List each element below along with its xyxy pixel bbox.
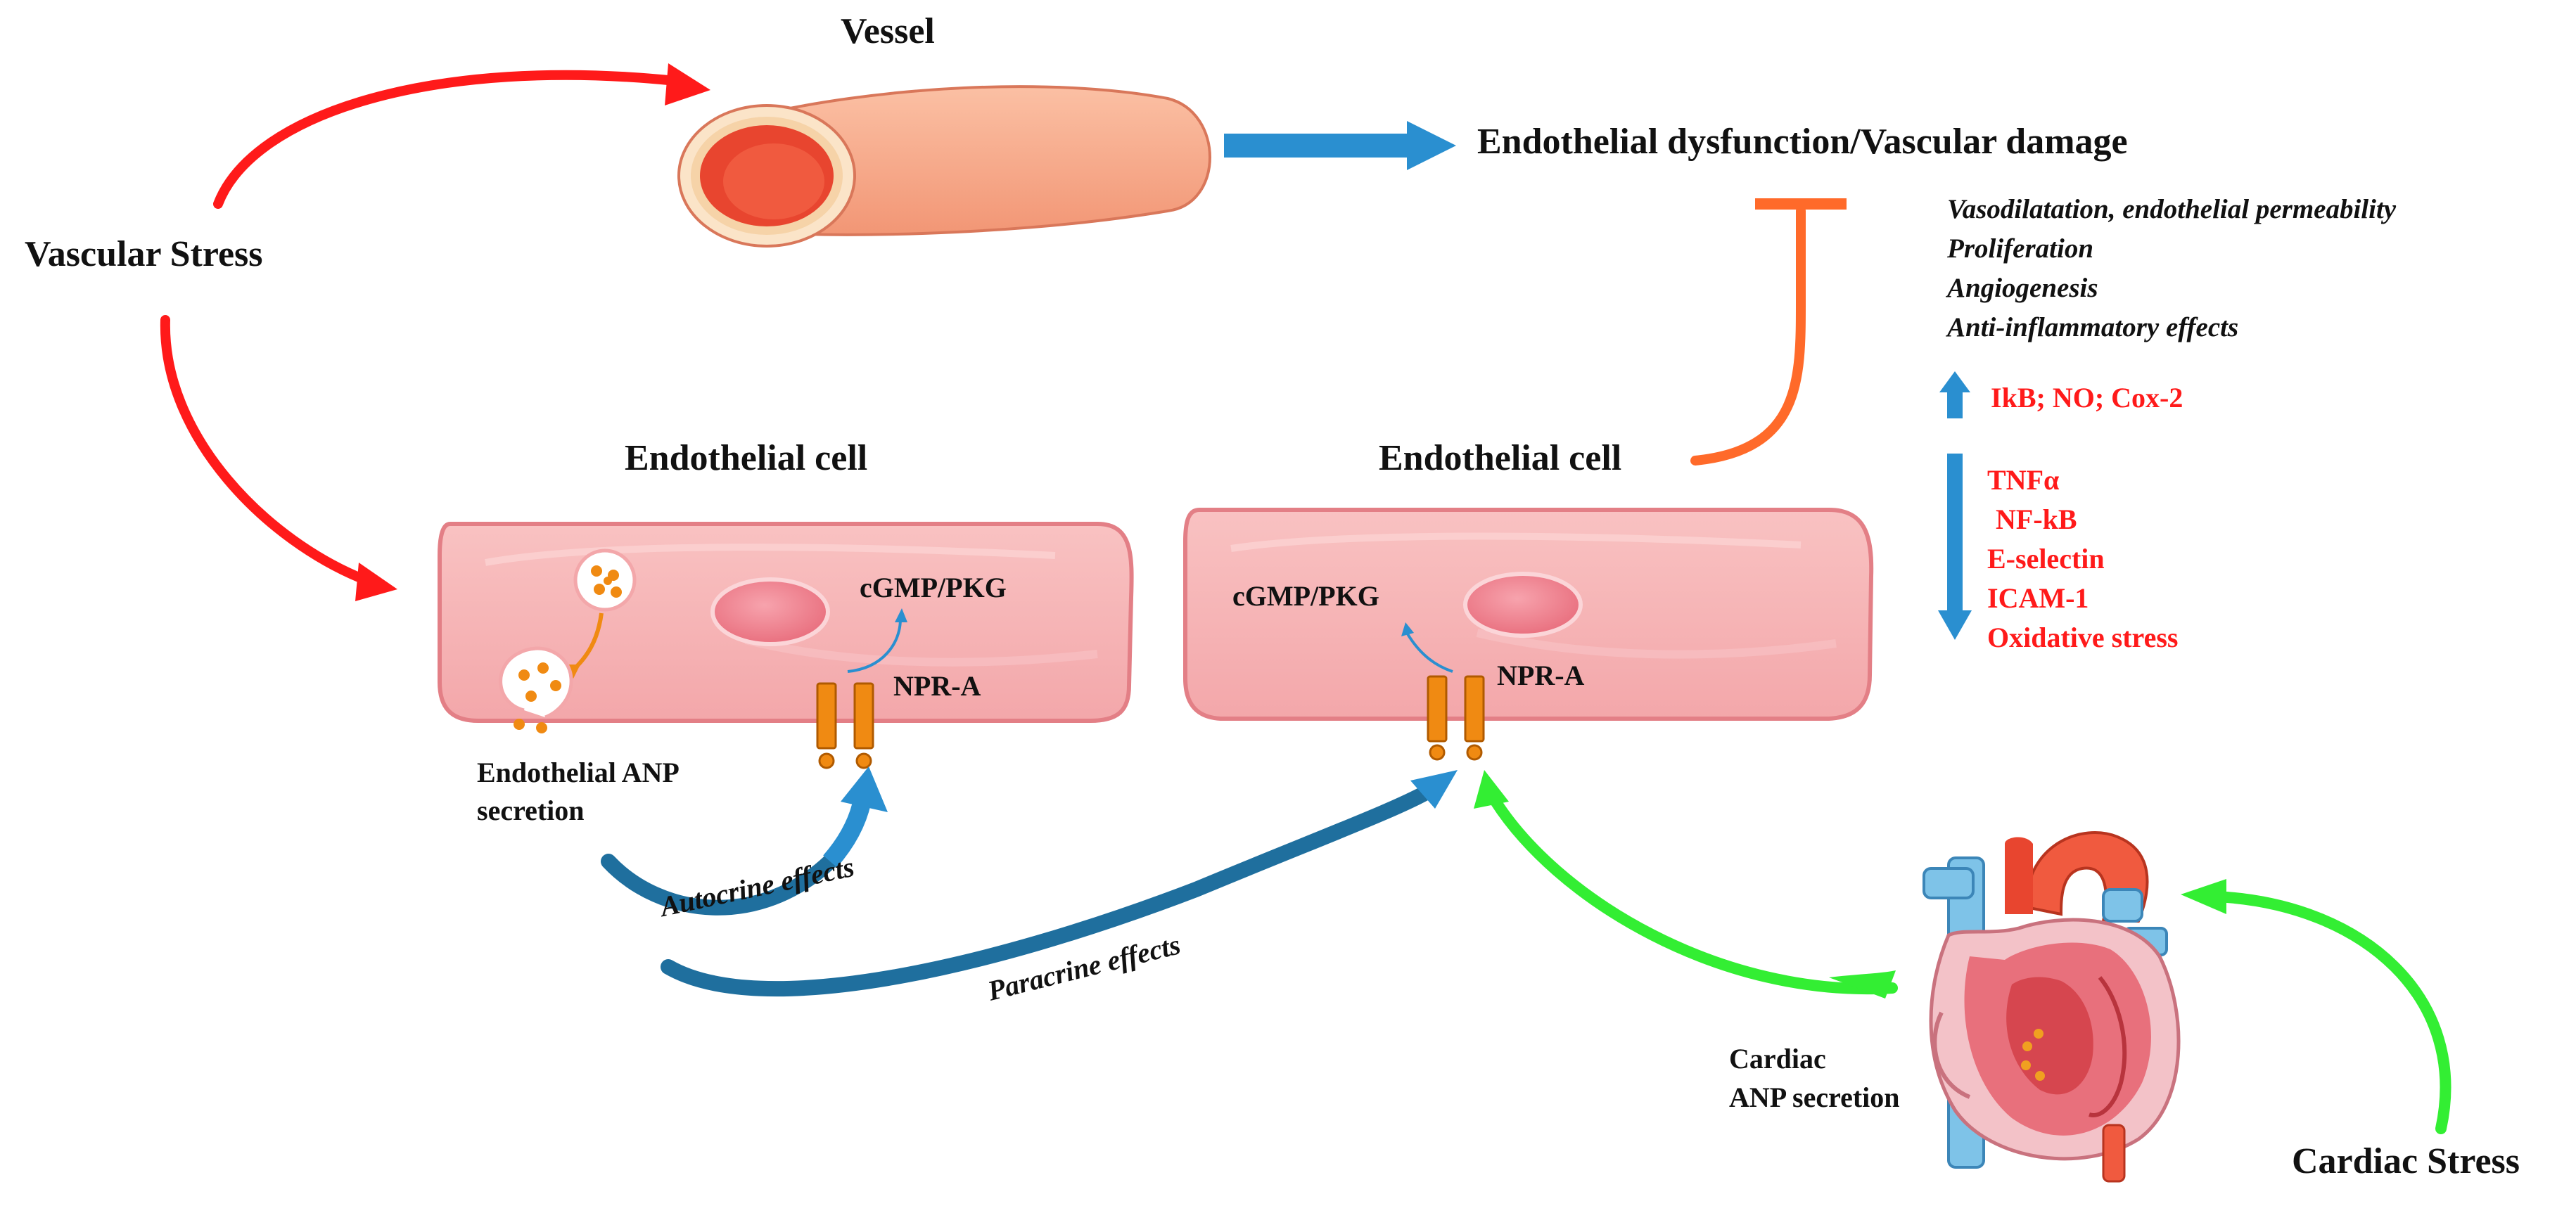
decreased-markers: TNFα NF-kB E-selectin ICAM-1 Oxidative s… — [1987, 461, 2178, 657]
vesicle-icon — [573, 548, 637, 612]
autocrine-arrow — [601, 766, 888, 916]
endothelial-anp-label-line2: secretion — [477, 795, 585, 826]
endothelial-anp-label-line1: Endothelial ANP — [477, 757, 680, 788]
inhibition-icon — [1690, 198, 1847, 466]
cgmp-pkg-left-label: cGMP/PKG — [860, 572, 1007, 603]
cardiac-stress-label: Cardiac Stress — [2292, 1141, 2520, 1181]
vascular-stress-label: Vascular Stress — [25, 234, 263, 274]
vesicle-icon — [499, 646, 573, 733]
effects-list: Vasodilatation, endothelial permeability… — [1947, 190, 2396, 347]
dysfunction-label: Endothelial dysfunction/Vascular damage — [1477, 122, 2128, 162]
paracrine-arrow — [661, 770, 1458, 997]
up-arrow-icon — [1939, 371, 1970, 418]
decreased-item: E-selectin — [1987, 543, 2105, 575]
effect-item: Proliferation — [1947, 233, 2094, 264]
effect-item: Vasodilatation, endothelial permeability — [1947, 194, 2397, 224]
blue-arrow-icon — [1224, 121, 1456, 170]
cardiac-anp-arrow — [1474, 770, 1898, 999]
receptor-icon — [816, 682, 874, 769]
npr-a-left-label: NPR-A — [893, 670, 981, 702]
endothelial-cell-right — [1183, 508, 1874, 761]
endothelial-cell-right-label: Endothelial cell — [1379, 438, 1622, 478]
decreased-item: ICAM-1 — [1987, 582, 2089, 614]
npr-a-right-label: NPR-A — [1497, 660, 1585, 691]
receptor-icon — [1427, 675, 1485, 761]
cardiac-anp-label-line1: Cardiac — [1729, 1043, 1826, 1074]
vessel-icon — [677, 85, 1211, 248]
endothelial-cell-left-label: Endothelial cell — [625, 438, 868, 478]
endothelial-cell-left — [438, 522, 1134, 769]
vascular-stress-arrows — [160, 63, 710, 601]
effect-item: Anti-inflammatory effects — [1947, 312, 2239, 342]
cardiac-stress-arrow — [2181, 879, 2451, 1134]
effect-item: Angiogenesis — [1947, 273, 2098, 303]
decreased-item: Oxidative stress — [1987, 622, 2179, 653]
increased-markers: IkB; NO; Cox-2 — [1991, 382, 2183, 413]
down-arrow-icon — [1938, 454, 1972, 640]
heart-icon — [1923, 831, 2181, 1183]
decreased-item: NF-kB — [1996, 503, 2077, 535]
cardiac-anp-label-line2: ANP secretion — [1729, 1082, 1900, 1113]
vessel-label: Vessel — [841, 11, 935, 51]
cgmp-pkg-right-label: cGMP/PKG — [1232, 580, 1379, 612]
decreased-item: TNFα — [1987, 464, 2060, 496]
